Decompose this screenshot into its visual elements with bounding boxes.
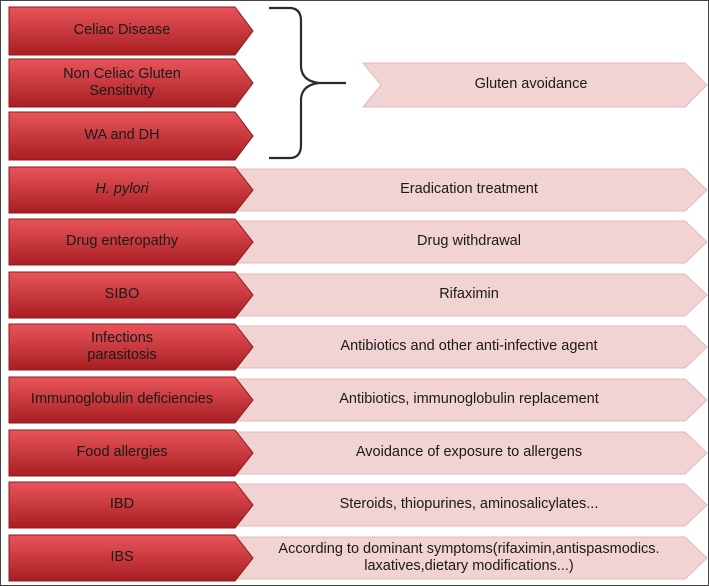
- treatment-label: According to dominant symptoms(rifaximin…: [278, 540, 660, 574]
- treatment-label: Steroids, thiopurines, aminosalicylates.…: [339, 496, 599, 513]
- condition-chevron: [8, 323, 254, 371]
- condition-label: SIBO: [104, 286, 140, 303]
- condition-label: Non Celiac Gluten Sensitivity: [63, 65, 181, 99]
- treatment-label: Gluten avoidance: [474, 76, 588, 93]
- condition-chevron: [8, 271, 254, 319]
- condition-chevron: [8, 376, 254, 424]
- condition-label: IBS: [110, 549, 134, 566]
- condition-chevron: [8, 534, 254, 582]
- treatment-label: Rifaximin: [439, 286, 499, 303]
- condition-label: H. pylori: [95, 181, 149, 198]
- condition-chevron: [8, 6, 254, 56]
- condition-label: WA and DH: [84, 127, 160, 144]
- condition-label: IBD: [109, 496, 135, 513]
- condition-label: Infections parasitosis: [87, 329, 157, 363]
- condition-label: Drug enteropathy: [65, 233, 179, 250]
- condition-label: Immunoglobulin deficiencies: [30, 391, 214, 408]
- condition-chevron: [8, 111, 254, 161]
- condition-chevron: [8, 481, 254, 529]
- condition-label: Celiac Disease: [73, 22, 171, 39]
- treatment-label: Eradication treatment: [400, 181, 538, 198]
- group-bracket: [269, 6, 320, 160]
- condition-chevron: [8, 166, 254, 214]
- condition-chevron: [8, 429, 254, 477]
- treatment-label: Antibiotics, immunoglobulin replacement: [339, 391, 599, 408]
- condition-label: Food allergies: [76, 444, 168, 461]
- treatment-label: Antibiotics and other anti-infective age…: [340, 338, 598, 355]
- condition-chevron: [8, 58, 254, 108]
- condition-chevron: [8, 218, 254, 266]
- treatment-chevron: [361, 62, 708, 108]
- treatment-label: Drug withdrawal: [417, 233, 521, 250]
- treatment-label: Avoidance of exposure to allergens: [355, 444, 583, 461]
